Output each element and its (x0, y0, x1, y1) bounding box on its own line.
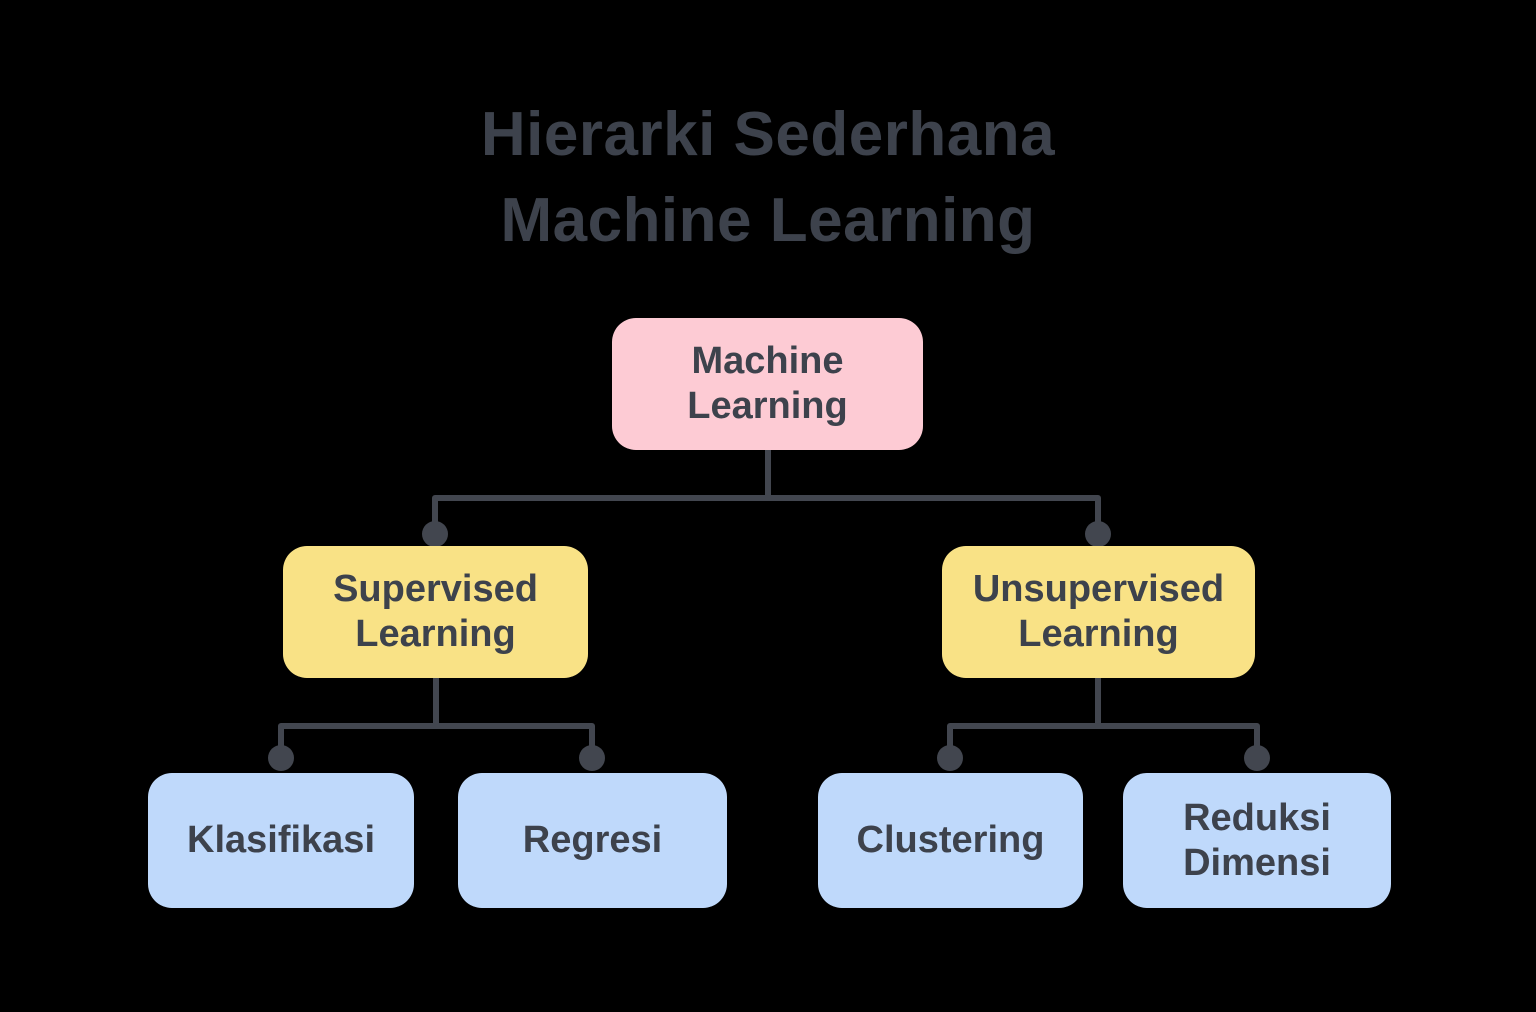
branch-dot-regresi (579, 745, 605, 771)
node-unsupervised-learning: Unsupervised Learning (942, 546, 1255, 678)
connector-root-bracket (432, 495, 1101, 534)
node-machine-learning: Machine Learning (612, 318, 923, 450)
node-regresi-label: Regresi (522, 819, 663, 861)
branch-dot-supervised (422, 521, 448, 547)
node-machine-learning-label: Machine Learning (687, 340, 848, 427)
node-clustering: Clustering (818, 773, 1083, 908)
node-reduksi-dimensi: Reduksi Dimensi (1123, 773, 1391, 908)
branch-dot-unsupervised (1085, 521, 1111, 547)
node-klasifikasi-label: Klasifikasi (187, 819, 375, 861)
node-regresi: Regresi (458, 773, 727, 908)
branch-dot-klasifikasi (268, 745, 294, 771)
diagram-title: Hierarki Sederhana Machine Learning (480, 100, 1056, 255)
node-unsupervised-learning-label: Unsupervised Learning (972, 568, 1225, 655)
node-supervised-learning: Supervised Learning (283, 546, 588, 678)
node-supervised-learning-label: Supervised Learning (333, 568, 538, 655)
node-reduksi-dimensi-label: Reduksi Dimensi (1183, 796, 1331, 884)
node-clustering-label: Clustering (856, 819, 1045, 861)
branch-dot-clustering (937, 745, 963, 771)
connector-supervised-bracket (278, 723, 595, 758)
connector-unsupervised-bracket (947, 723, 1260, 758)
node-klasifikasi: Klasifikasi (148, 773, 414, 908)
branch-dot-reduksi (1244, 745, 1270, 771)
